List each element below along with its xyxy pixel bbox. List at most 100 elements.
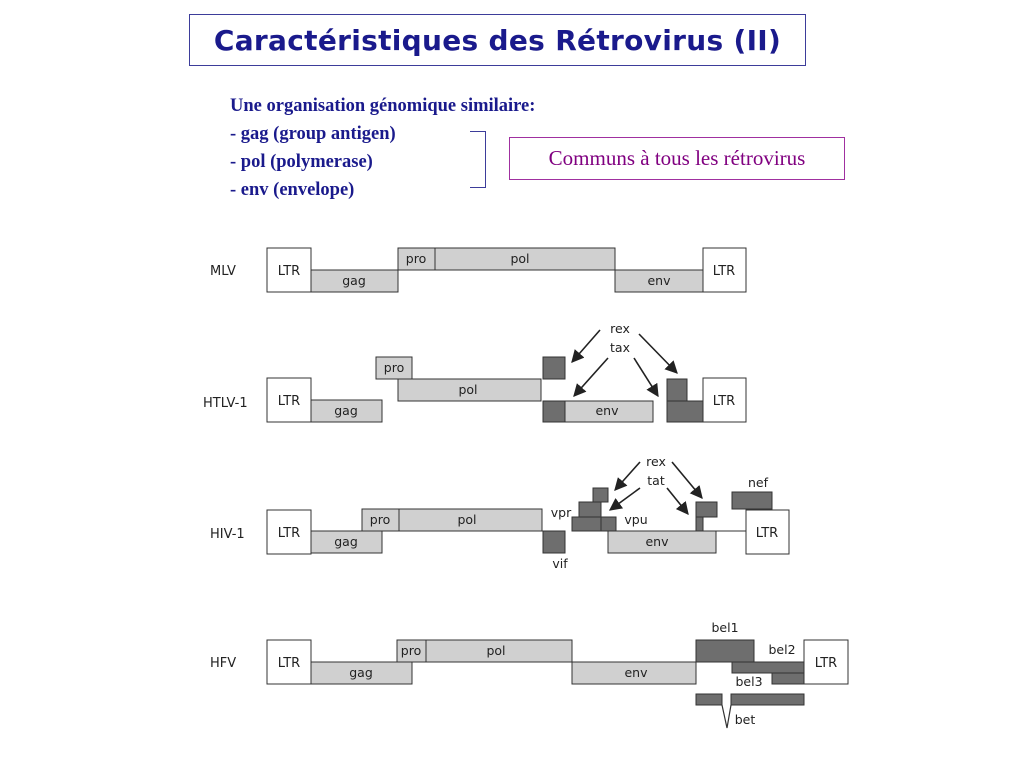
arrow-rex-left [571,329,601,363]
gene-bet-exon2 [730,693,805,706]
gene-label-pol: pol [510,251,529,266]
ltr-left-box [266,509,312,555]
gene-vpr-upper [578,501,602,518]
intro-heading: Une organisation génomique similaire: [230,96,536,116]
gene-tat-rev-exon1 [592,487,609,503]
gene-label-bel1: bel1 [711,620,738,635]
gene-label-bel2: bel2 [768,642,795,657]
intro-item-env: - env (envelope) [230,176,535,204]
gene-label-pol: pol [458,382,477,397]
bet-splice-line [721,704,732,729]
arrow-tat-left [608,487,641,511]
common-note-box: Communs à tous les rétrovirus [509,137,845,180]
gene-pol [398,508,543,532]
intro-dash: - [230,152,241,172]
ltr-right-label: LTR [756,526,778,541]
gene-bel3 [771,672,805,685]
gene-bel1 [695,639,755,663]
ltr-left-label: LTR [278,526,300,541]
intro-item-gag: - gag (group antigen) [230,120,535,148]
arrow-rex-right [671,461,703,499]
gene-env [564,400,654,423]
gene-label-nef: nef [748,475,769,490]
gene-label-gag: gag [349,665,373,680]
intro-dash: - [230,180,241,200]
genome-name-htlv1: HTLV-1 [203,396,248,411]
genome-hfv: HFV LTR gag pro pol env bel1 bel2 bel3 L… [210,620,849,729]
arrow-tat-right [666,487,689,515]
gene-label-gag: gag [334,403,358,418]
gene-tat-rev-exon1b [600,516,617,532]
gene-rex-tax-exon3-top [666,378,688,402]
genome-name-mlv: MLV [210,264,236,279]
gene-env [571,661,697,685]
ltr-left-box [266,377,312,423]
gene-bel2 [731,661,805,674]
gene-pol [425,639,573,663]
ltr-right-box [803,639,849,685]
label-tax: tax [610,340,630,355]
gene-vpr [571,516,602,532]
gene-vif [542,530,566,554]
gene-label-pro: pro [401,643,421,658]
gene-label-env: env [595,403,619,418]
gene-label-pro: pro [406,251,426,266]
grouping-bracket [470,131,486,188]
gene-label-gag: gag [334,534,358,549]
gene-label-env: env [645,534,669,549]
label-rex: rex [646,454,666,469]
arrow-tax-left [573,357,609,397]
gene-gag [310,399,383,423]
ltr-left-box [266,247,312,293]
ltr-right-box [702,377,747,423]
gene-label-vpu: vpu [624,512,647,527]
intro-item-pol: - pol (polymerase) [230,148,535,176]
gene-label-env: env [647,273,671,288]
gene-gag [310,661,413,685]
intro-item-text: gag (group antigen) [240,124,396,144]
gene-env [607,530,717,554]
arrow-tax-right [633,357,659,398]
gene-label-pro: pro [370,512,390,527]
gene-rex-tax-exon2 [542,400,566,423]
intro-dash: - [230,124,241,144]
gene-label-gag: gag [342,273,366,288]
gene-label-pro: pro [384,360,404,375]
label-rex: rex [610,321,630,336]
gene-rex-tax-exon3 [666,400,704,423]
genome-mlv: MLV LTR gag pro pol env LTR [210,247,747,293]
label-tat: tat [647,473,665,488]
slide-title-box: Caractéristiques des Rétrovirus (II) [189,14,806,66]
ltr-left-label: LTR [278,394,300,409]
gene-gag [310,530,383,554]
arrow-rex-right [638,333,678,374]
gene-pol [397,378,542,402]
ltr-left-box [266,639,312,685]
gene-tat-rev-exon2 [695,501,718,518]
gene-bet-exon1 [695,693,723,706]
gene-rex-tax-exon1 [542,356,566,380]
ltr-right-box [702,247,747,293]
ltr-right-label: LTR [713,264,735,279]
ltr-right-box [745,509,790,555]
gene-gag [310,269,399,293]
common-note: Communs à tous les rétrovirus [548,146,806,170]
arrow-rex-left [614,461,641,491]
gene-nef [731,491,773,510]
gene-pol [434,247,616,271]
genome-htlv1: HTLV-1 LTR gag pro pol env LTR rex tax [203,321,747,423]
gene-label-pol: pol [486,643,505,658]
genome-name-hiv1: HIV-1 [210,527,245,542]
gene-label-bet: bet [735,712,756,727]
slide-title: Caractéristiques des Rétrovirus (II) [213,23,782,57]
gene-label-env: env [624,665,648,680]
gene-label-bel3: bel3 [735,674,762,689]
gene-pro [375,356,413,380]
ltr-left-label: LTR [278,264,300,279]
gene-label-pol: pol [457,512,476,527]
ltr-right-label: LTR [815,656,837,671]
intro-block: Une organisation génomique similaire: - … [230,92,535,204]
genome-hiv1: HIV-1 LTR gag pro pol vif vpr env vpu ne… [210,454,790,571]
gene-tat-rev-exon2b [695,516,704,532]
